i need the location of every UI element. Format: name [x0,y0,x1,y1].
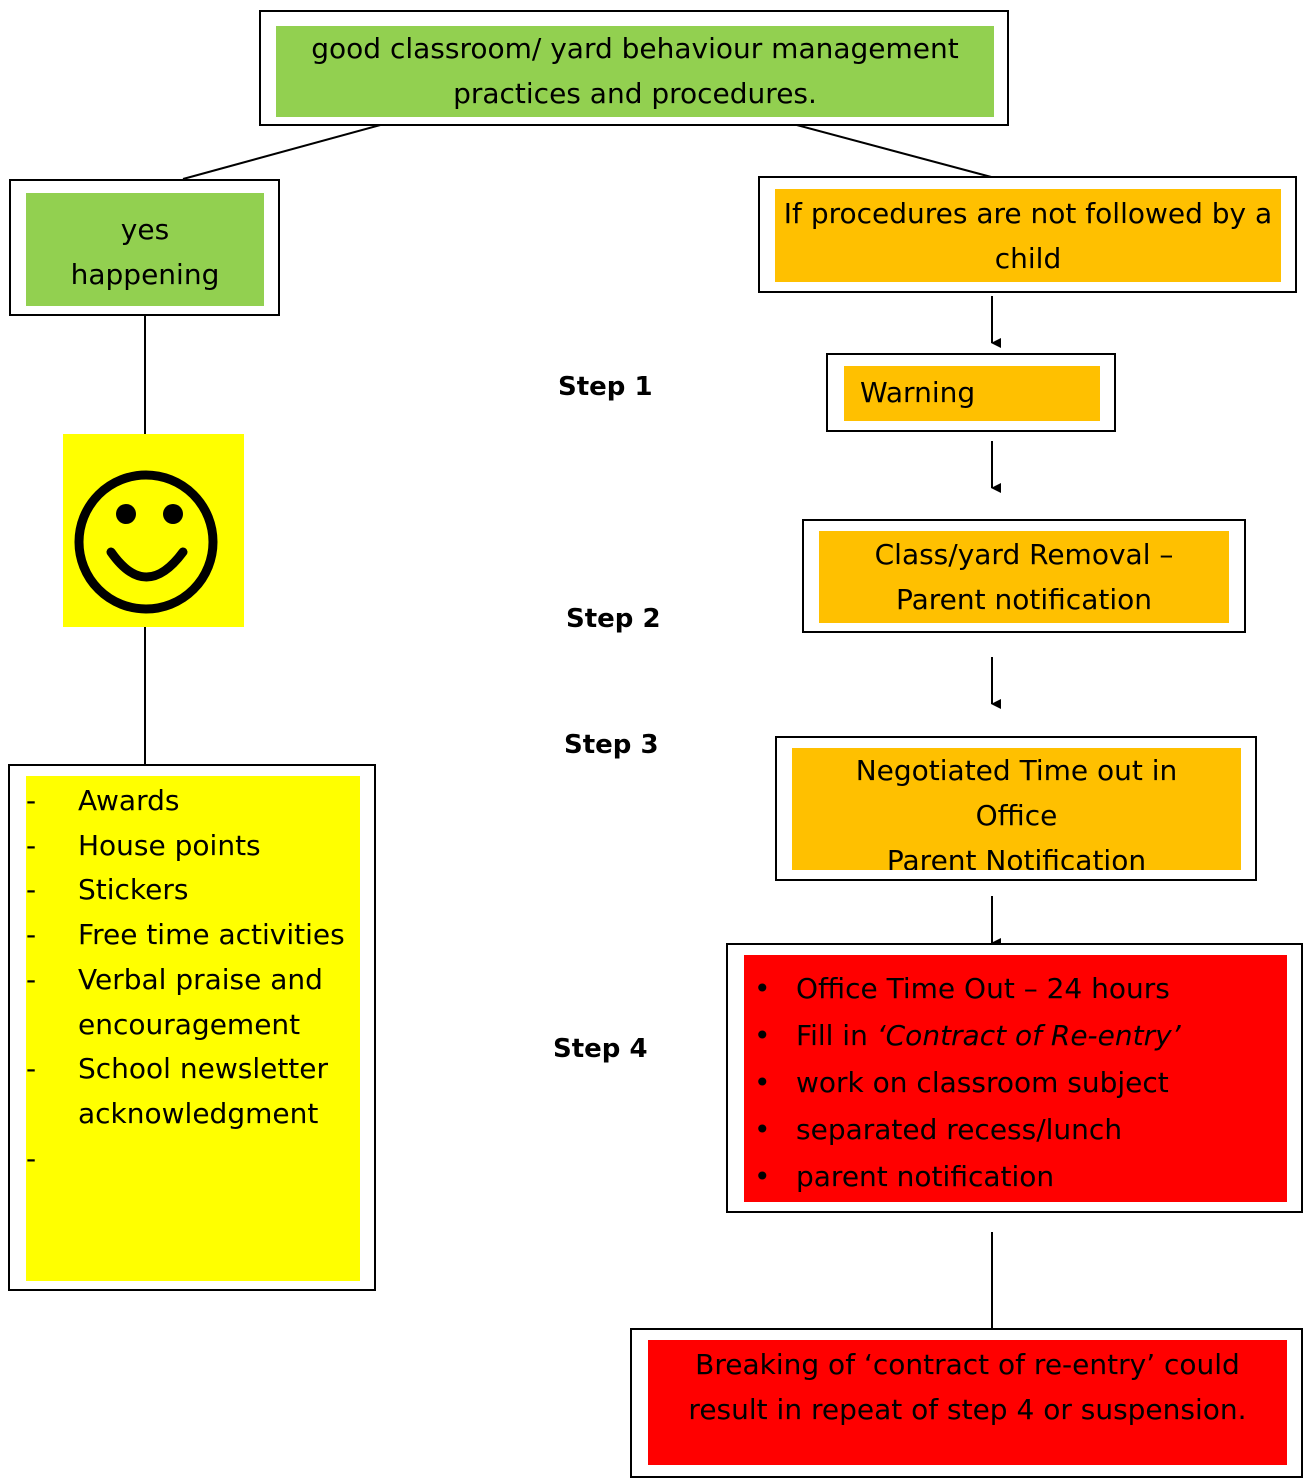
breaking-contract-fill: Breaking of ‘contract of re-entry’ could… [648,1340,1287,1465]
yes-label: yes [120,213,170,246]
list-item: parent notification [744,1153,1287,1200]
warning-box: Warning [826,353,1116,432]
office-time-out-fill: Office Time Out – 24 hours Fill in ‘Cont… [744,955,1287,1202]
not-followed-box: If procedures are not followed by a chil… [758,176,1297,293]
step4-list: Office Time Out – 24 hours Fill in ‘Cont… [744,965,1287,1200]
class-removal-line1: Class/yard Removal – [874,538,1174,571]
rewards-box: -Awards -House points -Stickers -Free ti… [8,764,376,1291]
time-out-line1: Negotiated Time out in [855,754,1178,787]
top-box-fill: good classroom/ yard behaviour managemen… [276,26,994,117]
list-item: -House points [26,828,261,862]
time-out-fill: Negotiated Time out in Office Parent Not… [792,748,1241,870]
list-item: -Free time activities [26,918,345,952]
class-removal-box: Class/yard Removal – Parent notification [802,519,1246,633]
smiley-panel [63,434,244,627]
step-3-label: Step 3 [564,730,659,760]
breaking-contract-text: Breaking of ‘contract of re-entry’ could… [688,1348,1247,1426]
list-item: -Awards [26,784,180,817]
office-time-out-box: Office Time Out – 24 hours Fill in ‘Cont… [726,943,1303,1213]
list-item: -Verbal praise and encouragement [26,962,323,1041]
time-out-line2: Office [975,799,1058,832]
breaking-contract-box: Breaking of ‘contract of re-entry’ could… [630,1328,1303,1478]
happening-label: happening [70,258,220,291]
step-1-label: Step 1 [558,372,653,402]
warning-fill: Warning [844,366,1100,421]
list-item: separated recess/lunch [744,1106,1287,1153]
smiley-face-icon [74,470,218,614]
class-removal-fill: Class/yard Removal – Parent notification [819,531,1229,623]
warning-text: Warning [860,376,976,409]
top-box-text: good classroom/ yard behaviour managemen… [311,32,959,110]
step-2-label: Step 2 [566,604,661,634]
not-followed-fill: If procedures are not followed by a chil… [775,189,1281,282]
list-item: work on classroom subject [744,1059,1287,1106]
yes-happening-fill: yes happening [26,193,264,306]
not-followed-text: If procedures are not followed by a chil… [783,197,1273,275]
list-item: Office Time Out – 24 hours [744,965,1287,1012]
class-removal-line2: Parent notification [896,583,1152,616]
yes-happening-box: yes happening [9,179,280,316]
time-out-box: Negotiated Time out in Office Parent Not… [775,736,1257,881]
rewards-list: -Awards -House points -Stickers -Free ti… [26,779,360,1175]
top-box: good classroom/ yard behaviour managemen… [259,10,1009,126]
line-top-to-not-followed [777,119,1011,183]
rewards-fill: -Awards -House points -Stickers -Free ti… [26,776,360,1281]
line-top-to-yes [182,120,396,180]
list-item: -School newsletter acknowledgment [26,1052,329,1130]
list-item: -Stickers [26,873,189,907]
list-item: Fill in ‘Contract of Re-entry’ [744,1012,1287,1059]
step-4-label: Step 4 [553,1034,648,1064]
time-out-line3: Parent Notification [886,844,1147,870]
